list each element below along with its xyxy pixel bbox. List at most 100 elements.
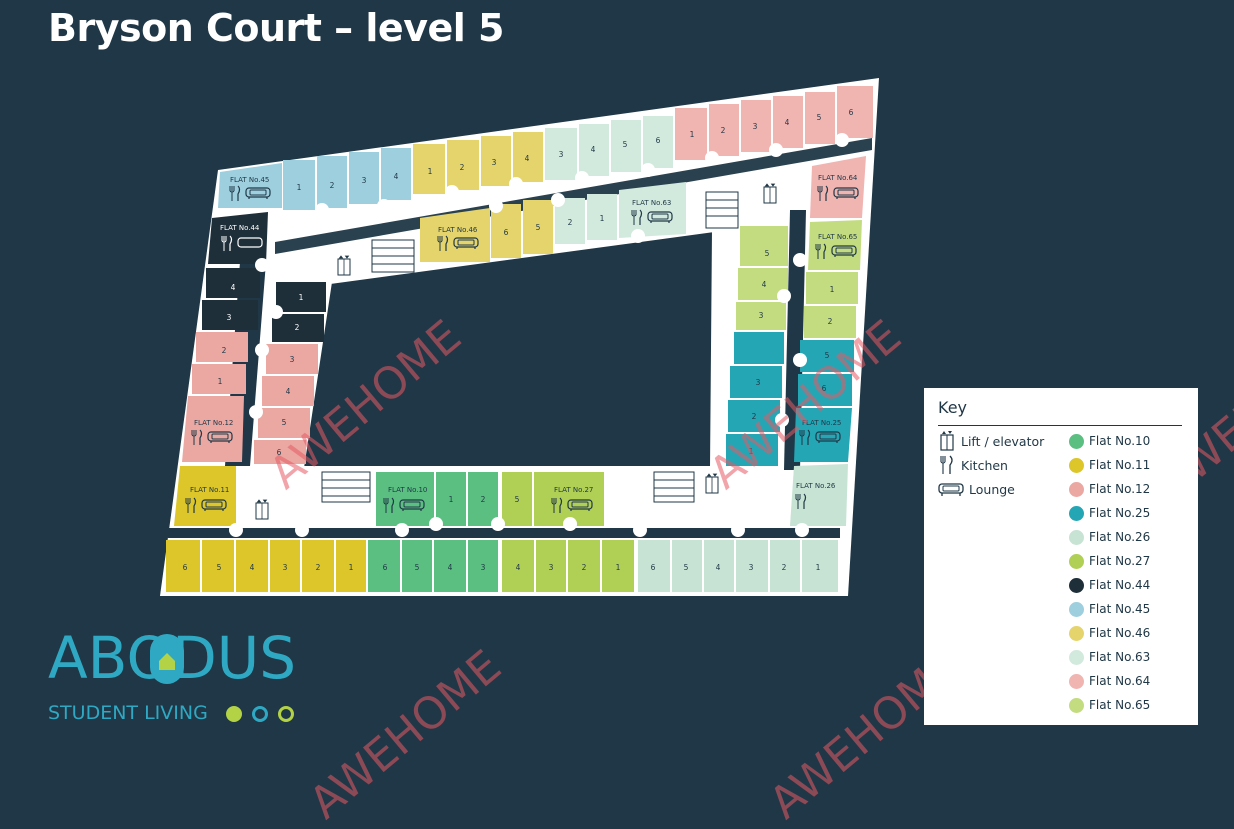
svg-text:2: 2 [295, 323, 300, 332]
svg-text:2: 2 [222, 346, 227, 355]
flat-10-zone [368, 472, 498, 592]
svg-text:1: 1 [299, 293, 304, 302]
key-flat-item: Flat No.12 [1069, 480, 1189, 498]
svg-text:4: 4 [516, 563, 521, 572]
flat-26-zone [638, 464, 848, 592]
svg-text:6: 6 [277, 448, 282, 457]
svg-text:3: 3 [492, 158, 497, 167]
svg-text:6: 6 [849, 108, 854, 117]
key-flat-item: Flat No.27 [1069, 552, 1189, 570]
svg-text:6: 6 [504, 228, 509, 237]
svg-text:3: 3 [227, 313, 232, 322]
svg-text:1: 1 [600, 214, 605, 223]
svg-text:5: 5 [415, 563, 420, 572]
key-flat-item: Flat No.46 [1069, 624, 1189, 642]
flat-44-label: FLAT No.44 [220, 224, 260, 232]
svg-text:1: 1 [690, 130, 695, 139]
svg-text:1: 1 [830, 285, 835, 294]
flat-11-zone [166, 466, 366, 592]
flat-63-zone [545, 116, 686, 244]
flat-64-label: FLAT No.64 [818, 174, 858, 182]
key-flat-label: Flat No.45 [1089, 602, 1151, 616]
room-numbers: 1 2 3 4 1 2 3 4 6 5 3 4 5 6 2 1 1 2 3 4 … [183, 108, 854, 572]
key-lift-label: Lift / elevator [961, 433, 1045, 449]
svg-text:4: 4 [785, 118, 790, 127]
svg-text:4: 4 [448, 563, 453, 572]
lounge-icon [938, 483, 964, 496]
abodus-logo: ABODUS STUDENT LIVING [48, 624, 328, 724]
svg-text:3: 3 [283, 563, 288, 572]
key-flat-label: Flat No.65 [1089, 698, 1151, 712]
key-flat-swatch [1069, 481, 1084, 497]
flat-11-label: FLAT No.11 [190, 486, 229, 494]
key-flat-item: Flat No.45 [1069, 600, 1189, 618]
key-flat-swatch [1069, 673, 1084, 689]
key-divider [938, 425, 1182, 426]
key-flat-item: Flat No.11 [1069, 456, 1189, 474]
svg-text:5: 5 [536, 223, 541, 232]
svg-text:3: 3 [549, 563, 554, 572]
flat-44-zone [202, 212, 326, 342]
svg-text:2: 2 [481, 495, 486, 504]
key-flat-swatch [1069, 577, 1084, 593]
key-flat-swatch [1069, 433, 1084, 449]
key-flat-item: Flat No.65 [1069, 696, 1189, 714]
svg-text:3: 3 [753, 122, 758, 131]
svg-text:4: 4 [762, 280, 767, 289]
door-arcs [229, 133, 849, 537]
kitchen-icon [940, 455, 953, 474]
svg-text:5: 5 [817, 113, 822, 122]
key-flat-swatch [1069, 457, 1084, 473]
svg-text:6: 6 [651, 563, 656, 572]
key-flat-item: Flat No.63 [1069, 648, 1189, 666]
svg-text:2: 2 [752, 412, 757, 421]
svg-text:1: 1 [349, 563, 354, 572]
svg-text:2: 2 [568, 218, 573, 227]
key-panel: Key Lift / elevator Kitchen Lounge Flat … [924, 388, 1198, 725]
key-flat-swatch [1069, 505, 1084, 521]
flat-44-icons [221, 235, 263, 251]
floor-plan: FLAT No.45 FLAT No.44 FLAT No.46 FLAT No… [160, 78, 879, 596]
logo-dot-blue [251, 705, 268, 722]
svg-text:5: 5 [825, 351, 830, 360]
svg-text:5: 5 [217, 563, 222, 572]
svg-text:5: 5 [684, 563, 689, 572]
svg-text:6: 6 [183, 563, 188, 572]
flat-27-label: FLAT No.27 [554, 486, 593, 494]
key-flat-label: Flat No.10 [1089, 434, 1151, 448]
svg-text:1: 1 [816, 563, 821, 572]
flat-26-label: FLAT No.26 [796, 482, 836, 490]
flat-12-label: FLAT No.12 [194, 419, 233, 427]
svg-text:5: 5 [765, 249, 770, 258]
key-lounge-label: Lounge [969, 481, 1015, 497]
svg-text:1: 1 [218, 377, 223, 386]
svg-text:2: 2 [460, 163, 465, 172]
flat-46-label: FLAT No.46 [438, 226, 478, 234]
flat-27-zone [502, 472, 634, 592]
lift-icon [940, 431, 954, 451]
svg-text:2: 2 [316, 563, 321, 572]
svg-text:3: 3 [362, 176, 367, 185]
key-flat-item: Flat No.64 [1069, 672, 1189, 690]
key-flat-swatch [1069, 601, 1084, 617]
key-flat-item: Flat No.44 [1069, 576, 1189, 594]
key-flat-item: Flat No.26 [1069, 528, 1189, 546]
svg-text:4: 4 [250, 563, 255, 572]
flat-12-zone [182, 332, 318, 464]
flat-25-zone [726, 332, 854, 466]
svg-text:2: 2 [330, 181, 335, 190]
house-icon [150, 634, 184, 684]
svg-text:5: 5 [515, 495, 520, 504]
svg-text:4: 4 [394, 172, 399, 181]
key-kitchen-label: Kitchen [961, 457, 1008, 473]
key-flat-swatch [1069, 625, 1084, 641]
svg-text:5: 5 [623, 140, 628, 149]
svg-text:3: 3 [290, 355, 295, 364]
flat-45-label: FLAT No.45 [230, 176, 269, 184]
flat-25-label: FLAT No.25 [802, 419, 841, 427]
abodus-wordmark: ABODUS [48, 624, 296, 692]
flat-10-label: FLAT No.10 [388, 486, 427, 494]
logo-dot-ring [277, 705, 294, 722]
svg-text:2: 2 [828, 317, 833, 326]
svg-text:6: 6 [822, 384, 827, 393]
